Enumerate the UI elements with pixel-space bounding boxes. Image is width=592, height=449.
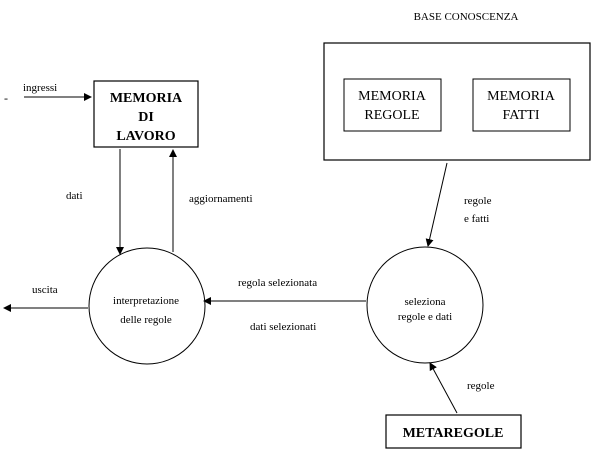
label-dati: dati bbox=[66, 190, 83, 202]
interpretazione-circle bbox=[88, 247, 206, 365]
memoria-fatti-line2: FATTI bbox=[502, 108, 539, 123]
memoria-lavoro-line2: DI bbox=[138, 110, 154, 125]
label-ingressi: ingressi bbox=[23, 82, 57, 94]
memoria-lavoro-line3: LAVORO bbox=[116, 129, 175, 144]
memoria-fatti-box bbox=[472, 78, 571, 132]
memoria-fatti-line1: MEMORIA bbox=[487, 89, 556, 104]
label-uscita: uscita bbox=[32, 284, 58, 296]
label-aggiornamenti: aggiornamenti bbox=[189, 193, 253, 205]
label-regole: regole bbox=[467, 380, 495, 392]
memoria-regole-line2: REGOLE bbox=[364, 108, 419, 123]
knowledge-base-frame bbox=[323, 42, 591, 161]
seleziona-line1: seleziona bbox=[405, 296, 446, 308]
seleziona-circle bbox=[366, 246, 484, 364]
metaregole-label: METAREGOLE bbox=[403, 426, 504, 441]
dash-mark: - bbox=[4, 91, 8, 105]
label-regole-e-fatti-2: e fatti bbox=[464, 213, 489, 225]
memoria-regole-box bbox=[343, 78, 442, 132]
interpretazione-line2: delle regole bbox=[120, 314, 172, 326]
label-dati-selezionati: dati selezionati bbox=[250, 321, 316, 333]
arrow-regole-e-fatti bbox=[425, 162, 448, 247]
interpretazione-line1: interpretazione bbox=[113, 295, 179, 307]
knowledge-base-title: BASE CONOSCENZA bbox=[414, 11, 519, 23]
label-regola-selezionata: regola selezionata bbox=[238, 277, 317, 289]
memoria-lavoro-box bbox=[93, 80, 199, 148]
seleziona-line2: regole e dati bbox=[398, 311, 452, 323]
metaregole-box bbox=[385, 414, 522, 449]
memoria-lavoro-line1: MEMORIA bbox=[110, 91, 183, 106]
memoria-regole-line1: MEMORIA bbox=[358, 89, 427, 104]
arrow-metaregole bbox=[429, 362, 458, 414]
label-regole-e-fatti-1: regole bbox=[464, 195, 492, 207]
